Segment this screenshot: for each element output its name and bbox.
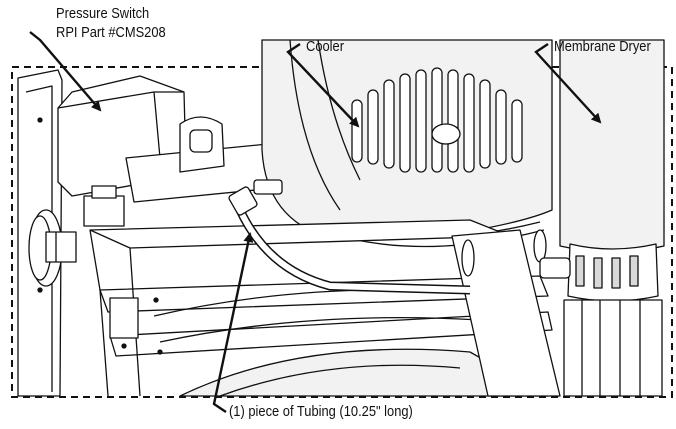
pressure-gauge xyxy=(28,209,77,287)
pressure-switch-part-label: RPI Part #CMS208 xyxy=(56,24,166,41)
leader-tubing xyxy=(212,232,254,413)
membrane-dryer xyxy=(539,39,665,397)
right-mounting-plate xyxy=(451,229,561,397)
leader-membrane-dryer xyxy=(534,43,602,124)
lower-housing xyxy=(179,348,549,397)
leader-pressure-switch xyxy=(29,31,102,112)
tubing-label: (1) piece of Tubing (10.25" long) xyxy=(229,403,413,420)
cooler-label: Cooler xyxy=(306,38,345,55)
tubing xyxy=(228,179,471,295)
cooler xyxy=(261,39,553,248)
mounting-bracket xyxy=(125,116,277,203)
leader-cooler xyxy=(286,43,360,128)
pressure-switch-label: Pressure Switch xyxy=(56,5,150,22)
membrane-dryer-label: Membrane Dryer xyxy=(554,38,651,55)
pressure-switch-box xyxy=(57,75,187,227)
